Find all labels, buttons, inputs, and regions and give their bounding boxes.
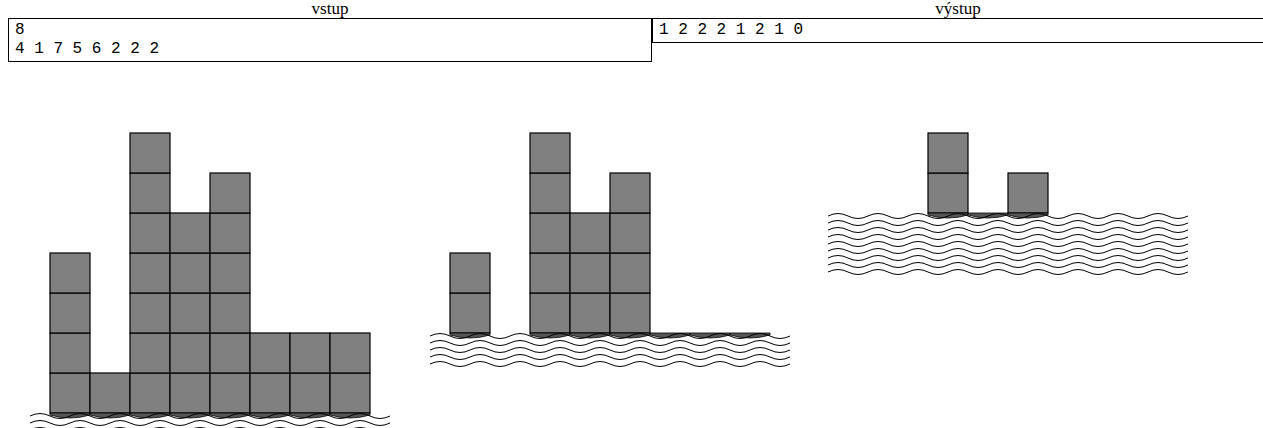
block-cell — [210, 173, 250, 213]
block-cell — [928, 133, 968, 173]
block-cell — [130, 293, 170, 333]
water-wave — [828, 235, 1188, 240]
block-cell — [210, 293, 250, 333]
block-cell — [610, 173, 650, 213]
block-cell — [570, 293, 610, 333]
water-wave — [828, 263, 1188, 268]
block-cell — [210, 253, 250, 293]
block-cell — [170, 213, 210, 253]
section-heading: výstup — [652, 0, 1263, 18]
block-cell — [530, 173, 570, 213]
block-cell — [610, 253, 650, 293]
block-cell — [928, 173, 968, 213]
block-cell — [50, 333, 90, 373]
block-cell — [530, 213, 570, 253]
block-cell — [330, 373, 370, 413]
block-cell — [530, 253, 570, 293]
water-wave — [828, 228, 1188, 233]
water-wave — [828, 249, 1188, 254]
water-wave — [828, 270, 1188, 275]
block-cell — [170, 333, 210, 373]
water-wave — [430, 355, 790, 360]
section-heading: vstup — [8, 0, 652, 18]
water-wave — [430, 341, 790, 346]
block-cell — [450, 253, 490, 293]
block-cell — [290, 333, 330, 373]
water-wave — [828, 221, 1188, 226]
water-wave — [828, 256, 1188, 261]
water-wave — [828, 242, 1188, 247]
water-wave — [30, 421, 390, 426]
column-scene — [430, 133, 790, 367]
sample-frame: 1 2 2 2 1 2 1 0 — [652, 18, 1263, 43]
water-wave — [430, 362, 790, 367]
water-wave — [30, 414, 390, 419]
block-cell — [170, 253, 210, 293]
block-cell — [610, 293, 650, 333]
block-cell — [170, 293, 210, 333]
block-cell — [130, 333, 170, 373]
block-cell — [1008, 173, 1048, 213]
block-cell — [250, 333, 290, 373]
block-cell — [570, 253, 610, 293]
column-scene — [828, 133, 1188, 275]
io-sample-box: výstup 1 2 2 2 1 2 1 0 — [652, 0, 1263, 43]
block-cell — [130, 133, 170, 173]
sample-line: 1 2 2 2 1 2 1 0 — [659, 21, 1257, 40]
block-cell — [450, 293, 490, 333]
block-cell — [170, 373, 210, 413]
block-cell — [210, 333, 250, 373]
block-cell — [130, 213, 170, 253]
sample-line: 8 — [15, 21, 645, 40]
block-cell — [210, 373, 250, 413]
block-cell — [610, 213, 650, 253]
block-cell — [530, 133, 570, 173]
block-cell — [50, 293, 90, 333]
water-wave — [828, 214, 1188, 219]
column-scene — [30, 133, 390, 428]
block-cell — [570, 213, 610, 253]
water-wave — [430, 348, 790, 353]
block-cell — [50, 253, 90, 293]
block-cell — [210, 213, 250, 253]
block-cell — [90, 373, 130, 413]
water-wave — [430, 334, 790, 339]
sample-frame: 84 1 7 5 6 2 2 2 — [8, 18, 652, 62]
block-cell — [130, 373, 170, 413]
block-cell — [290, 373, 330, 413]
sample-line: 4 1 7 5 6 2 2 2 — [15, 40, 645, 59]
block-cell — [250, 373, 290, 413]
block-cell — [330, 333, 370, 373]
io-sample-box: vstup84 1 7 5 6 2 2 2 — [8, 0, 652, 62]
block-cell — [530, 293, 570, 333]
block-cell — [50, 373, 90, 413]
block-cell — [130, 253, 170, 293]
block-cell — [130, 173, 170, 213]
